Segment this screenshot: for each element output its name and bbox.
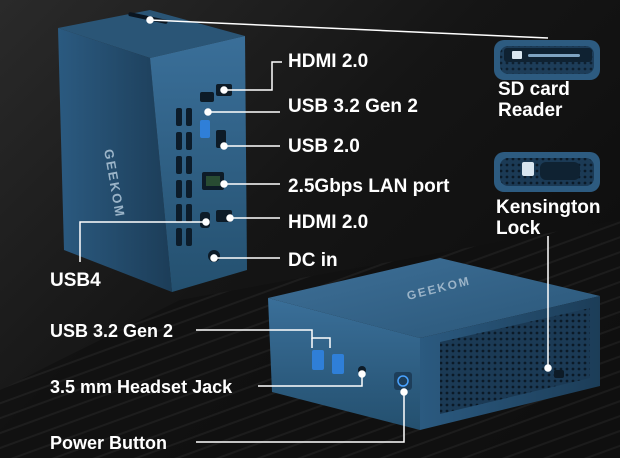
label-usb20: USB 2.0 — [288, 136, 360, 157]
label-headset: 3.5 mm Headset Jack — [50, 377, 233, 397]
label-hdmi-bottom: HDMI 2.0 — [288, 212, 369, 233]
label-lan: 2.5Gbps LAN port — [288, 176, 450, 197]
kensington-inset-icon — [494, 152, 600, 192]
label-sd-line2: Reader — [498, 100, 563, 121]
label-kensington-line1: Kensington — [496, 197, 601, 218]
usb32-port-icon — [200, 120, 210, 138]
sd-inset-icon — [494, 40, 600, 80]
callout-lines — [79, 16, 552, 443]
label-usb4: USB4 — [50, 270, 101, 291]
label-power: Power Button — [50, 433, 167, 453]
label-dc-in: DC in — [288, 250, 338, 271]
label-usb32-top: USB 3.2 Gen 2 — [288, 96, 418, 117]
upright-device — [58, 10, 247, 292]
label-usb32-front: USB 3.2 Gen 2 — [50, 321, 174, 341]
label-kensington-line2: Lock — [496, 218, 541, 239]
power-button-icon — [394, 372, 412, 390]
kensington-slot-icon — [554, 370, 564, 378]
front-usb-b-icon — [332, 354, 344, 374]
label-sd-line1: SD card — [498, 79, 570, 100]
front-usb-a-icon — [312, 350, 324, 370]
label-hdmi-top: HDMI 2.0 — [288, 51, 369, 72]
horizontal-device — [268, 258, 600, 430]
